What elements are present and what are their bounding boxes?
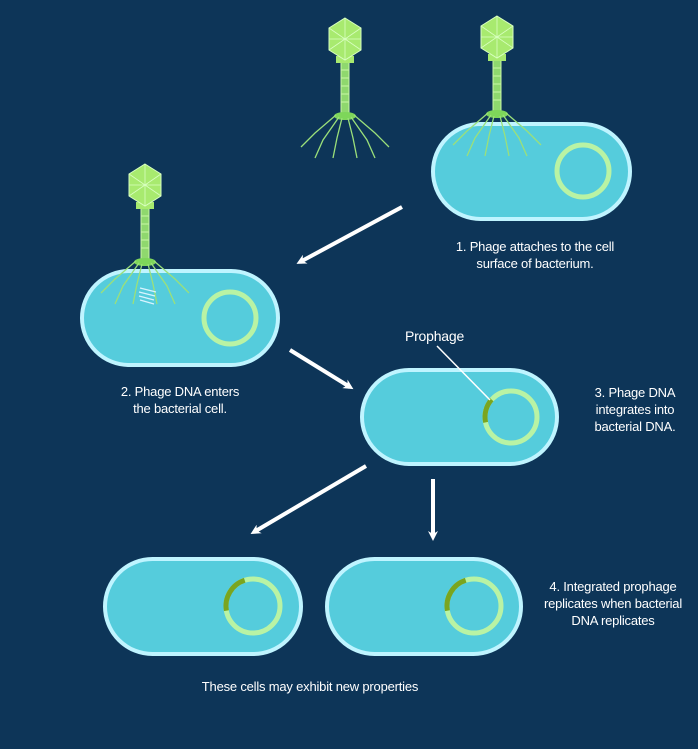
plasmid-ring-icon xyxy=(201,289,259,347)
step-2-label: 2. Phage DNA enters the bacterial cell. xyxy=(120,384,240,416)
arrow-icon xyxy=(288,348,354,390)
bacterial-cell-3 xyxy=(360,368,559,466)
bacteriophage-icon xyxy=(300,17,390,159)
step-3-label: 3. Phage DNA integrates into bacterial D… xyxy=(594,385,676,434)
arrow-icon xyxy=(296,205,403,264)
prophage-segment-icon xyxy=(482,397,494,423)
bacterial-cell-2 xyxy=(80,269,280,367)
step-1-label: 1. Phage attaches to the cell surface of… xyxy=(455,239,615,271)
bacterial-cell-5 xyxy=(325,557,523,656)
step-4-label: 4. Integrated prophage replicates when b… xyxy=(543,579,683,628)
prophage-segment-icon xyxy=(444,577,467,612)
phage-dna-icon xyxy=(138,287,157,305)
new-properties-caption: These cells may exhibit new properties xyxy=(201,679,419,694)
bacterial-cell-1 xyxy=(431,122,632,221)
prophage-segment-icon xyxy=(223,577,246,612)
arrow-icon xyxy=(250,464,368,535)
prophage-label: Prophage xyxy=(404,328,465,344)
bacterial-cell-4 xyxy=(103,557,303,656)
prophage-pointer-line xyxy=(436,345,491,401)
plasmid-ring-icon xyxy=(554,142,612,200)
